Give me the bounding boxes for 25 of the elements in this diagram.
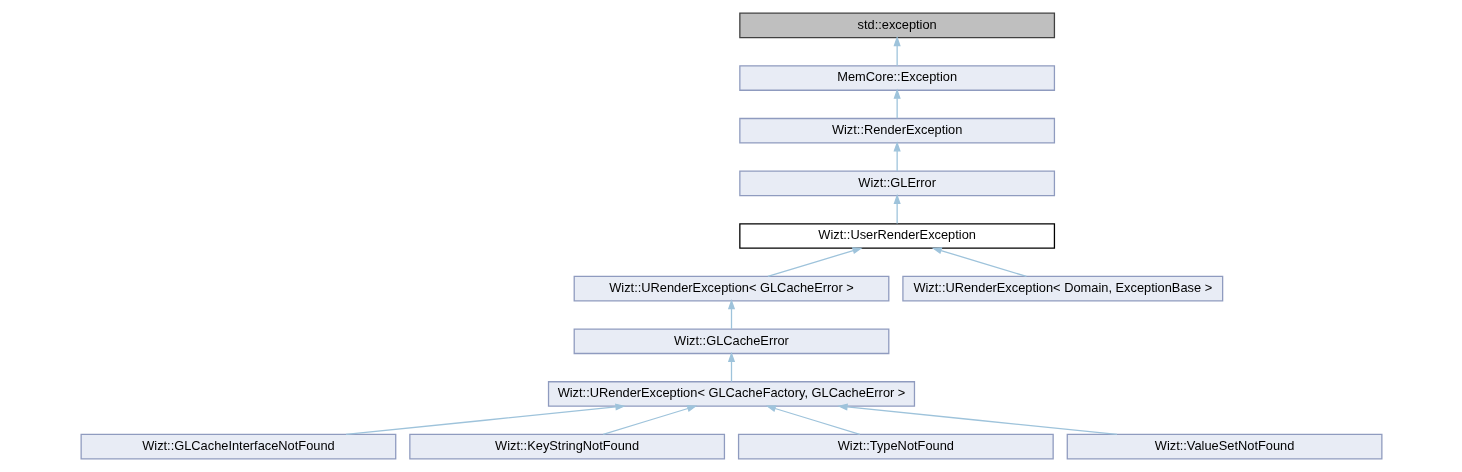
arrow: [893, 35, 901, 67]
node-box: Wizt::GLError: [738, 170, 1055, 197]
node-box: Wizt::ValueSetNotFound: [1066, 433, 1382, 460]
node-box: Wizt::TypeNotFound: [737, 433, 1054, 460]
arrow: [893, 193, 901, 225]
arrow: [344, 403, 626, 435]
node-box: Wizt::UserRenderException: [738, 223, 1055, 249]
node-box: Wizt::KeyStringNotFound: [408, 433, 725, 460]
arrow: [893, 88, 901, 119]
node-box: std::exception: [738, 12, 1055, 39]
node-box: MemCore::Exception: [738, 65, 1055, 91]
arrow: [602, 405, 697, 435]
arrow: [727, 299, 735, 330]
node-box: Wizt::URenderException< GLCacheError >: [573, 275, 889, 302]
arrow: [766, 247, 863, 277]
node-box: Wizt::RenderException: [738, 117, 1055, 144]
arrow: [727, 351, 735, 383]
node-box: Wizt::GLCacheError: [573, 328, 889, 355]
arrow: [931, 247, 1027, 277]
node-box: Wizt::URenderException< GLCacheFactory, GLCacheError >: [547, 381, 915, 407]
node-box: Wizt::GLCacheInterfaceNotFound: [80, 433, 396, 460]
node-box: Wizt::URenderException< Domain, ExceptionBase >: [901, 275, 1223, 302]
arrow: [893, 141, 901, 172]
arrow: [836, 403, 1118, 435]
arrow: [765, 405, 860, 435]
